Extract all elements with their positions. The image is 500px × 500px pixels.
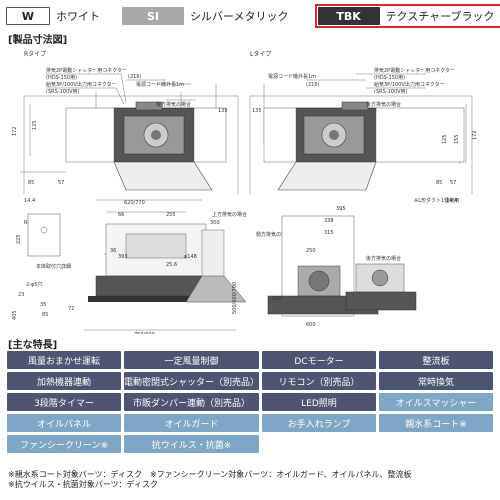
feature-badge: 風量おまかせ運転 [7, 351, 121, 369]
svg-text:57: 57 [450, 180, 456, 186]
svg-text:14.4: 14.4 [24, 198, 35, 204]
feature-badge: LED照明 [262, 393, 376, 411]
variant-black-selected[interactable]: TBK テクスチャーブラック [314, 4, 500, 28]
svg-text:225: 225 [16, 234, 22, 244]
svg-text:315: 315 [324, 230, 334, 236]
svg-text:排気2P電動シャッター用コネクター: 排気2P電動シャッター用コネクター [46, 67, 127, 74]
svg-text:135: 135 [252, 108, 262, 114]
svg-text:172: 172 [12, 126, 18, 136]
svg-text:255: 255 [166, 212, 176, 218]
features-grid: 風量おまかせ運転 一定風量制御 DCモーター 整流板 加熱機器連動 電動密閉式シ… [7, 351, 493, 453]
svg-text:側方排気の場合: 側方排気の場合 [256, 231, 291, 238]
svg-text:600: 600 [306, 322, 316, 328]
svg-text:電源コード機外長1m: 電源コード機外長1m [136, 81, 184, 88]
dim-135: 135 [218, 108, 228, 114]
svg-text:66: 66 [118, 212, 124, 218]
svg-text:電源コード機外長1m: 電源コード機外長1m [268, 73, 316, 80]
svg-text:300: 300 [210, 220, 220, 226]
variant-black-swatch: TBK [317, 7, 380, 25]
svg-text:(216): (216) [128, 74, 141, 80]
feature-badge: 電動密閉式シャッター（別売品） [123, 372, 259, 390]
svg-text:750/900: 750/900 [134, 332, 155, 334]
svg-text:250: 250 [306, 248, 316, 254]
feature-badge: 加熱機器連動 [7, 372, 121, 390]
variant-white[interactable]: W ホワイト [6, 5, 100, 27]
footnotes: ※親水系コート対象パーツ：ディスク ※ファンシークリーン対象パーツ：オイルガード… [8, 470, 494, 490]
feature-badge: 一定風量制御 [123, 351, 259, 369]
svg-text:72: 72 [68, 306, 74, 312]
svg-text:(SRS-100V用): (SRS-100V用) [46, 89, 80, 95]
feature-badge: 常時換気 [379, 372, 493, 390]
features-title: [主な特長] [8, 340, 58, 351]
feature-badge: 整流板 [379, 351, 493, 369]
svg-text:405: 405 [12, 310, 18, 320]
svg-text:上方排気の場合: 上方排気の場合 [212, 211, 247, 218]
r-type-label: Rタイプ [24, 50, 46, 58]
variant-white-swatch: W [6, 7, 50, 25]
variant-silver-name: シルバーメタリック [190, 10, 289, 23]
svg-text:R4: R4 [24, 220, 31, 226]
svg-text:125: 125 [442, 134, 448, 144]
svg-text:57: 57 [58, 180, 64, 186]
dimension-drawings: Rタイプ 排気2P電動シャッター用コネクター (HDS [6, 44, 494, 334]
feature-badge: リモコン（別売品） [262, 372, 376, 390]
svg-text:35: 35 [40, 302, 46, 308]
feature-badge: オイルスマッシャー [379, 393, 493, 411]
feature-badge: お手入れランプ [262, 414, 376, 432]
svg-text:後方排気の場合: 後方排気の場合 [366, 255, 401, 262]
svg-text:14.4: 14.4 [446, 198, 457, 204]
variant-black-name: テクスチャーブラック [385, 10, 495, 23]
svg-text:2-φ5穴: 2-φ5穴 [26, 281, 42, 288]
feature-badge: ファンシークリーン※ [7, 435, 121, 453]
svg-text:後方排気の場合: 後方排気の場合 [156, 101, 191, 108]
footnote-line: ※抗ウイルス・抗菌対象パーツ：ディスク [8, 480, 158, 489]
svg-text:172: 172 [472, 130, 478, 140]
feature-badge: 市販ダンパー連動（別売品） [123, 393, 259, 411]
feature-badge: 3段階タイマー [7, 393, 121, 411]
svg-text:φ148: φ148 [184, 254, 197, 260]
drawing-front-side: R4 225 本体取付穴詳細 2-φ5穴 23 35 85 405 72 620… [12, 197, 459, 334]
color-variant-bar: W ホワイト SI シルバーメタリック TBK テクスチャーブラック [6, 4, 500, 28]
svg-text:500/600/700: 500/600/700 [232, 282, 238, 314]
svg-text:338: 338 [324, 218, 334, 224]
svg-text:620/770: 620/770 [124, 200, 145, 206]
svg-text:本体取付穴詳細: 本体取付穴詳細 [36, 263, 71, 270]
svg-text:166: 166 [272, 296, 282, 302]
svg-text:125: 125 [32, 120, 38, 130]
svg-text:(HDS-150用): (HDS-150用) [374, 75, 405, 81]
feature-badge: オイルガード [123, 414, 259, 432]
variant-silver-swatch: SI [122, 7, 184, 25]
svg-text:排気2P電動シャッター用コネクター: 排気2P電動シャッター用コネクター [374, 67, 455, 74]
variant-white-name: ホワイト [56, 10, 100, 23]
footnote-line: ※親水系コート対象パーツ：ディスク ※ファンシークリーン対象パーツ：オイルガード… [8, 470, 412, 479]
svg-text:給気3P/100V出力用コネクター: 給気3P/100V出力用コネクター [46, 81, 117, 88]
svg-text:後方排気の場合: 後方排気の場合 [366, 101, 401, 108]
svg-text:(HDS-150用): (HDS-150用) [46, 75, 77, 81]
svg-text:155: 155 [454, 134, 460, 144]
drawing-r-type: Rタイプ 排気2P電動シャッター用コネクター (HDS [12, 50, 239, 204]
svg-text:85: 85 [42, 312, 48, 318]
feature-badge: 親水系コート※ [379, 414, 493, 432]
svg-text:393: 393 [118, 254, 128, 260]
feature-badge: DCモーター [262, 351, 376, 369]
svg-text:36: 36 [110, 248, 116, 254]
svg-text:395: 395 [336, 206, 346, 212]
svg-text:(SRS-100V用): (SRS-100V用) [374, 89, 408, 95]
l-type-label: Lタイプ [250, 50, 271, 58]
variant-silver[interactable]: SI シルバーメタリック [122, 5, 289, 27]
svg-text:25.6: 25.6 [166, 262, 177, 268]
svg-text:85: 85 [436, 180, 442, 186]
feature-badge: オイルパネル [7, 414, 121, 432]
svg-text:23: 23 [18, 292, 24, 298]
svg-text:給気3P/100V出力用コネクター: 給気3P/100V出力用コネクター [374, 81, 445, 88]
dimensions-title: [製品寸法図] [8, 35, 68, 46]
svg-text:※L形ダクト1個使用: ※L形ダクト1個使用 [414, 197, 459, 204]
svg-text:(216): (216) [306, 82, 319, 88]
feature-badge: 抗ウイルス・抗菌※ [123, 435, 259, 453]
svg-text:85: 85 [28, 180, 34, 186]
drawing-l-type: Lタイプ 電源コード機外長1m (216) 排気2P電動シャッター用コネクター … [249, 50, 478, 204]
